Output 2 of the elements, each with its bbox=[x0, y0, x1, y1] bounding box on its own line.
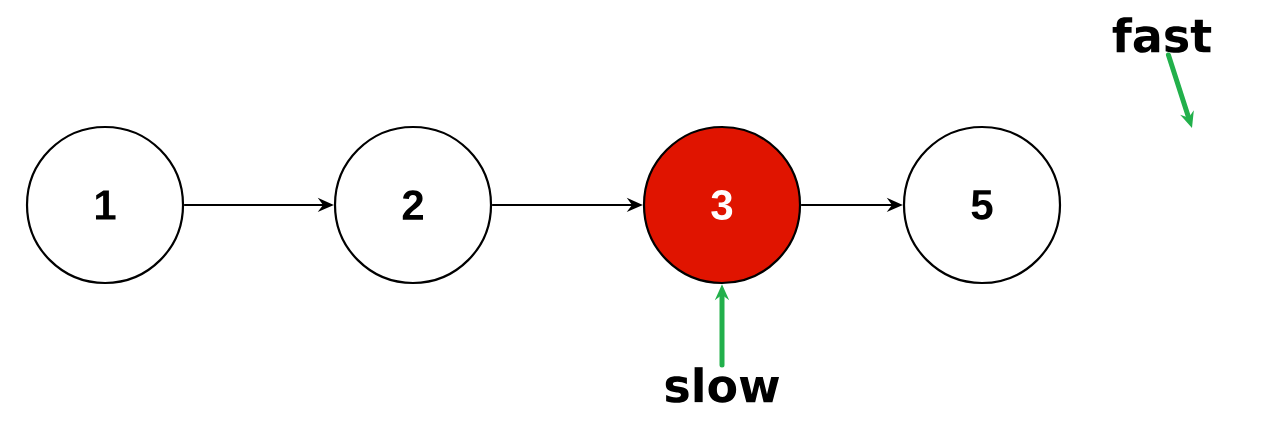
pointer-label: fast bbox=[1112, 17, 1212, 53]
pointer-label: slow bbox=[665, 367, 780, 403]
